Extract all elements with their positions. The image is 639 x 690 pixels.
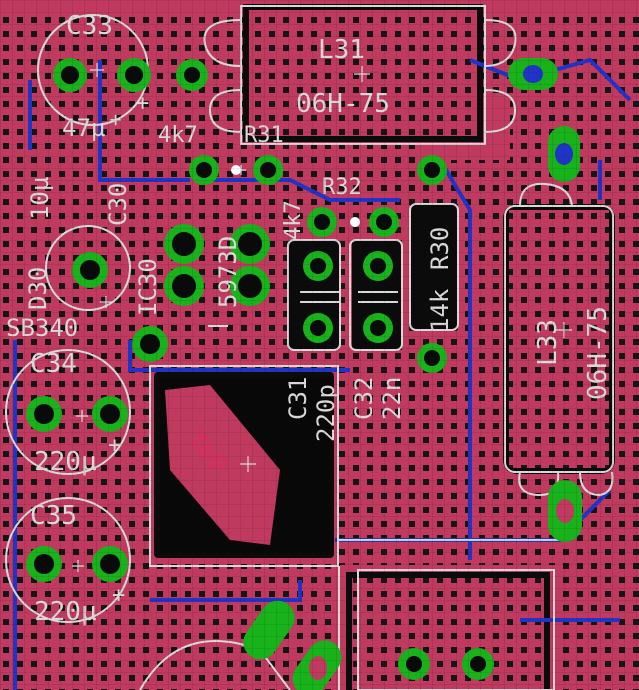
grid-overlay	[0, 0, 639, 690]
pcb-canvas: C33 47µ + L31 06H-75 R31 4k7 R32 4k7 C30…	[0, 0, 639, 690]
pcb-board-view: C33 47µ + L31 06H-75 R31 4k7 R32 4k7 C30…	[0, 0, 639, 690]
